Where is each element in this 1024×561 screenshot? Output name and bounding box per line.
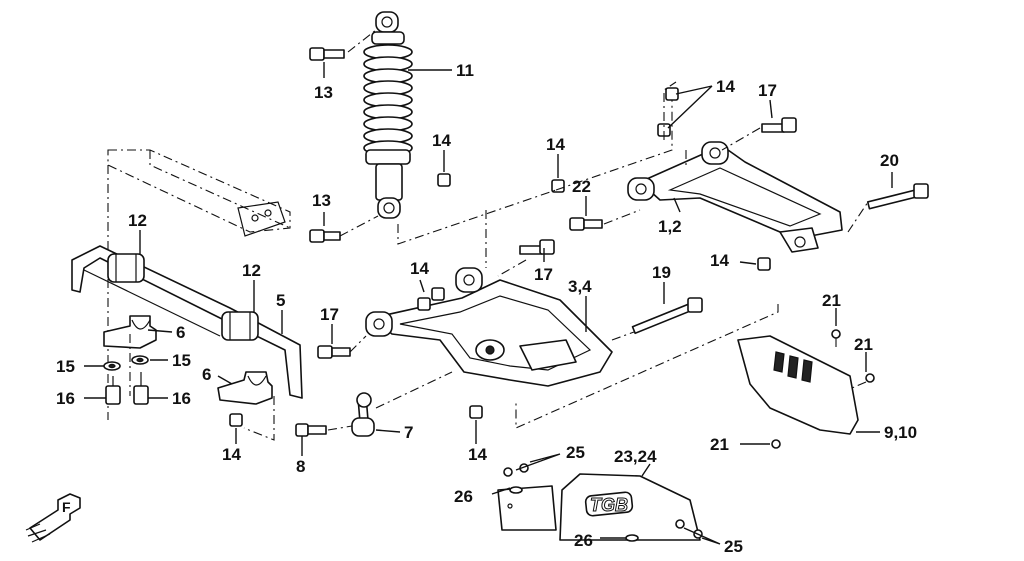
label-part-14-bottom: 14 bbox=[468, 445, 487, 464]
tgb-logo: TGB bbox=[590, 495, 628, 515]
label-part-14-shock: 14 bbox=[432, 131, 451, 150]
screws-21 bbox=[771, 329, 875, 449]
label-part-19: 19 bbox=[652, 263, 671, 282]
nut-14-upper-a bbox=[657, 87, 679, 137]
bolt-8 bbox=[295, 423, 327, 437]
front-direction-marker: F bbox=[25, 493, 81, 543]
mud-guard: TGB bbox=[559, 473, 701, 541]
nut-14-mid bbox=[551, 179, 565, 193]
label-part-12-right: 12 bbox=[242, 261, 261, 280]
nut-14-shock bbox=[437, 173, 451, 187]
bolt-16-left bbox=[105, 376, 121, 405]
bolt-22 bbox=[569, 217, 603, 231]
label-part-13-top: 13 bbox=[314, 83, 333, 102]
leader-lines bbox=[84, 62, 893, 545]
bushing-12-right bbox=[221, 311, 259, 341]
bolt-20 bbox=[866, 183, 929, 210]
label-part-6-lower: 6 bbox=[202, 365, 211, 384]
label-part-14-bottom-left: 14 bbox=[222, 445, 241, 464]
label-part-11: 11 bbox=[456, 61, 474, 80]
nut-14-bottom-left bbox=[229, 413, 243, 427]
label-part-16-left: 16 bbox=[56, 389, 75, 408]
mud-guard-bracket bbox=[497, 485, 557, 531]
stabilizer-link bbox=[351, 392, 375, 437]
label-part-26-bottom: 26 bbox=[574, 531, 593, 550]
label-part-15-left: 15 bbox=[56, 357, 75, 376]
label-part-20: 20 bbox=[880, 151, 899, 170]
label-part-12-left: 12 bbox=[128, 211, 147, 230]
label-part-17-middle: 17 bbox=[534, 265, 553, 284]
washer-15-right bbox=[131, 355, 149, 365]
nut-14-bottom-center bbox=[469, 405, 483, 419]
label-part-14-arm: 14 bbox=[410, 259, 429, 278]
assembly-lines bbox=[129, 29, 869, 441]
bolt-17-middle bbox=[519, 239, 555, 255]
label-part-5: 5 bbox=[276, 291, 285, 310]
label-part-16-right: 16 bbox=[172, 389, 191, 408]
part-labels: 11 13 13 14 14 14 17 20 22 1,2 14 17 19 … bbox=[56, 61, 917, 556]
bracket-6-right bbox=[217, 371, 273, 405]
label-part-3-4: 3,4 bbox=[568, 277, 592, 296]
label-part-7: 7 bbox=[404, 423, 413, 442]
label-part-9-10: 9,10 bbox=[884, 423, 917, 442]
washer-15-left bbox=[103, 361, 121, 371]
label-part-6-upper: 6 bbox=[176, 323, 185, 342]
bolt-19 bbox=[631, 297, 703, 335]
label-part-13-bottom: 13 bbox=[312, 191, 331, 210]
bolt-16-right bbox=[133, 372, 149, 405]
screws-25 bbox=[503, 463, 703, 539]
bolt-17-left bbox=[317, 345, 351, 359]
skid-guard bbox=[737, 335, 859, 435]
upper-a-arm bbox=[627, 141, 843, 253]
bracket-6-left bbox=[103, 315, 157, 349]
bushing-12-left bbox=[107, 253, 145, 283]
nut-14-arm bbox=[417, 287, 445, 311]
label-part-17-upper: 17 bbox=[758, 81, 777, 100]
label-part-21-bottom: 21 bbox=[710, 435, 729, 454]
label-part-8: 8 bbox=[296, 457, 305, 476]
label-part-23-24: 23,24 bbox=[614, 447, 657, 466]
label-part-15-right: 15 bbox=[172, 351, 191, 370]
label-part-21-right: 21 bbox=[854, 335, 873, 354]
label-part-14-right: 14 bbox=[710, 251, 729, 270]
label-part-14-upper: 14 bbox=[716, 77, 735, 96]
label-part-14-mid: 14 bbox=[546, 135, 565, 154]
label-part-25-bottom: 25 bbox=[724, 537, 743, 556]
label-part-22: 22 bbox=[572, 177, 591, 196]
shock-spring bbox=[363, 44, 413, 156]
label-part-26-left: 26 bbox=[454, 487, 473, 506]
bolt-17-upper bbox=[761, 117, 797, 133]
bolt-13-top bbox=[309, 47, 345, 61]
label-part-1-2: 1,2 bbox=[658, 217, 682, 236]
label-part-21-top: 21 bbox=[822, 291, 841, 310]
shock-absorber bbox=[363, 11, 413, 219]
lower-a-arm bbox=[365, 267, 613, 387]
nut-14-right bbox=[757, 257, 771, 271]
washers-26 bbox=[509, 486, 639, 542]
stabilizer-bar bbox=[71, 245, 303, 399]
bolt-13-bottom bbox=[309, 229, 341, 243]
label-part-25-top: 25 bbox=[566, 443, 585, 462]
front-marker-letter: F bbox=[62, 499, 71, 515]
frame-section-dashed bbox=[107, 149, 291, 420]
label-part-17-left: 17 bbox=[320, 305, 339, 324]
